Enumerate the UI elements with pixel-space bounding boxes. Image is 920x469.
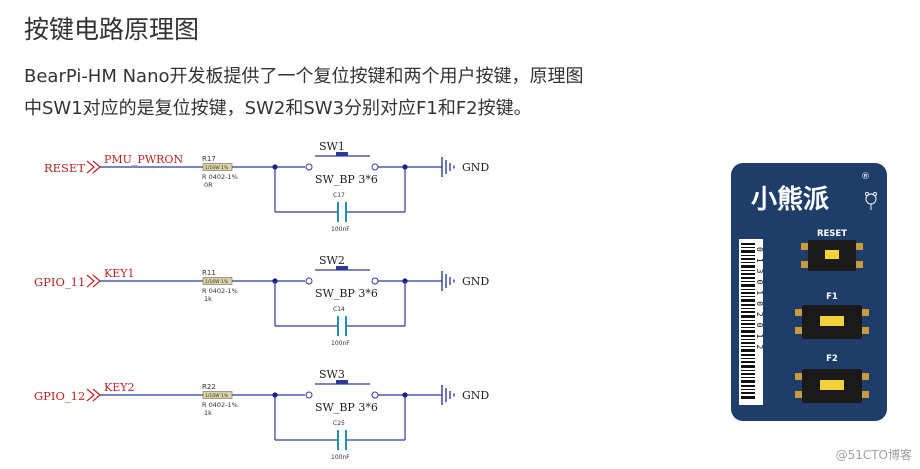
switch-contact-right [371,391,379,399]
ground-label: GND [462,275,489,288]
f2-button [795,369,869,403]
circuit-sw1: RESET PMU_PWRON R17 1/16W 1% R 0402-1% 0… [44,140,489,233]
capacitor-ref: C25 [333,420,345,427]
brand-logo: 小熊派 [751,184,829,215]
reset-button [801,240,863,271]
resistor-ref: R11 [202,269,216,277]
board-photo: 小熊派 ® [731,163,887,421]
resistor-package: R 0402-1% [202,287,238,295]
resistor-tag: 1/16W 1% [205,165,229,171]
port-arrow [86,274,95,288]
ground-label: GND [462,389,489,402]
switch-contact-left [305,391,313,399]
switch-type: SW_BP 3*6 [315,287,378,300]
resistor-value: 1k [204,295,212,303]
button-label-f1: F1 [826,292,838,302]
resistor-tag: 1/16W 1% [205,393,229,399]
switch-ref: SW1 [319,140,345,153]
port-label: GPIO_11 [34,275,85,289]
capacitor-ref: C17 [333,192,345,199]
resistor-value: 0R [204,181,213,189]
switch-contact-right [371,277,379,285]
port-label: RESET [44,161,85,175]
resistor-ref: R22 [202,383,216,391]
capacitor-value: 100nF [331,454,350,461]
registered-mark: ® [861,172,870,182]
port-label: GPIO_12 [34,389,85,403]
resistor-tag: 1/16W 1% [205,279,229,285]
junction-left [272,392,278,398]
switch-contact-left [305,277,313,285]
intro-line-2: 中SW1对应的是复位按键，SW2和SW3分别对应F1和F2按键。 [24,98,532,119]
junction-right [402,392,408,398]
barcode-bars [741,243,755,399]
capacitor-value: 100nF [331,340,350,347]
circuit-sw2: GPIO_11 KEY1 R11 1/16W 1% R 0402-1% 1k S… [34,254,489,347]
capacitor-ref: C14 [333,306,345,313]
switch-ref: SW2 [319,254,345,267]
f1-button [795,305,869,339]
net-label: KEY2 [104,381,135,394]
resistor-ref: R17 [202,155,216,163]
capacitor-value: 100nF [331,226,350,233]
watermark: @51CTO博客 [835,448,912,462]
switch-contact-left [305,163,313,171]
barcode-number: 0130102012 [755,247,764,355]
resistor-value: 1k [204,409,212,417]
port-arrow [86,160,95,174]
port-arrow [86,388,95,402]
circuit-sw3: GPIO_12 KEY2 R22 1/16W 1% R 0402-1% 1k S… [34,368,489,461]
button-label-f2: F2 [826,354,838,364]
intro-line-1: BearPi-HM Nano开发板提供了一个复位按键和两个用户按键，原理图 [24,66,584,87]
net-label: PMU_PWRON [104,153,183,166]
ground-label: GND [462,161,489,174]
switch-type: SW_BP 3*6 [315,173,378,186]
net-label: KEY1 [104,267,135,280]
bear-logo-icon [864,191,878,210]
button-label-reset: RESET [817,229,847,239]
switch-type: SW_BP 3*6 [315,401,378,414]
resistor-package: R 0402-1% [202,173,238,181]
switch-contact-right [371,163,379,171]
junction-right [402,278,408,284]
page-heading: 按键电路原理图 [24,15,200,44]
junction-left [272,278,278,284]
resistor-package: R 0402-1% [202,401,238,409]
switch-ref: SW3 [319,368,345,381]
